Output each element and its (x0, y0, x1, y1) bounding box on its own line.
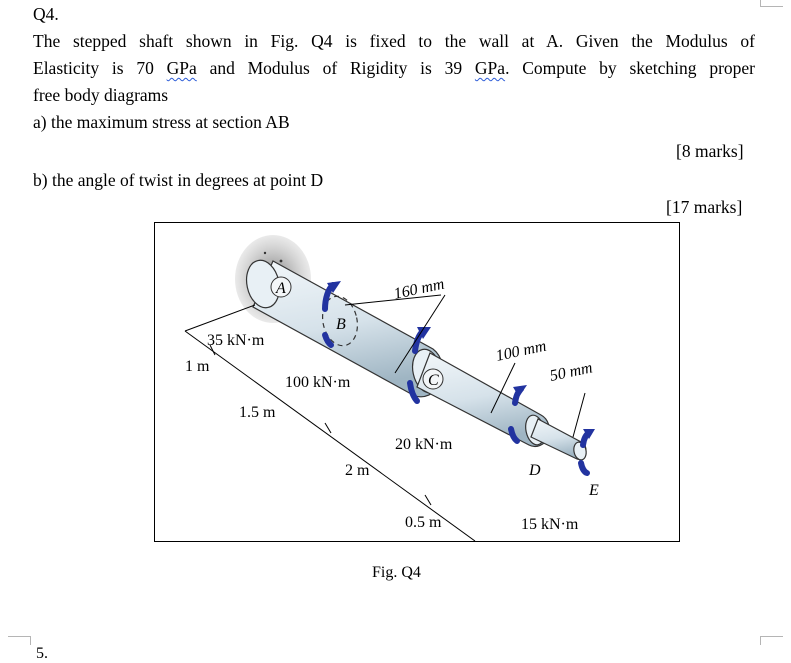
svg-text:A: A (275, 280, 286, 297)
dimension-lines (184, 294, 586, 541)
point-label-e: E (588, 482, 599, 499)
torque-label-15: 15 kN·m (521, 516, 579, 533)
question-line-1: The stepped shaft shown in Fig. Q4 is fi… (33, 31, 755, 51)
question-line-2: Elasticity is 70 GPa and Modulus of Rigi… (33, 58, 755, 78)
figure-q4: A B C D E 35 kN·m 100 kN·m 20 kN·m 15 kN… (154, 222, 680, 542)
figure-caption: Fig. Q4 (372, 564, 421, 581)
part-a-marks: [8 marks] (676, 141, 744, 161)
gpa-unit-2: GPa (474, 58, 506, 78)
length-label-1: 1 m (185, 358, 210, 375)
length-label-0-5: 0.5 m (405, 514, 442, 531)
part-a-text: a) the maximum stress at section AB (33, 112, 290, 132)
diameter-label-100: 100 mm (494, 338, 548, 365)
point-label-c: C (422, 368, 444, 390)
stepped-shaft-diagram: A B C D E 35 kN·m 100 kN·m 20 kN·m 15 kN… (184, 235, 599, 541)
page-number: 5. (36, 645, 48, 662)
part-b-marks: [17 marks] (666, 197, 743, 217)
length-label-1-5: 1.5 m (239, 404, 276, 421)
part-b-text: b) the angle of twist in degrees at poin… (33, 170, 324, 190)
page-corner-left (8, 636, 31, 645)
torque-label-20: 20 kN·m (395, 436, 453, 453)
length-label-2: 2 m (345, 462, 370, 479)
page-corner-top-right (760, 0, 783, 7)
page-corner-right (760, 636, 783, 645)
torque-label-35: 35 kN·m (207, 332, 265, 349)
point-label-d: D (528, 462, 541, 479)
diameter-label-160: 160 mm (392, 276, 446, 303)
point-label-b: B (336, 316, 346, 333)
question-line-3: free body diagrams (33, 85, 169, 105)
gpa-unit-1: GPa (166, 58, 197, 78)
svg-text:C: C (428, 372, 439, 389)
question-number: Q4. (33, 4, 59, 24)
diameter-label-50: 50 mm (548, 359, 594, 385)
torque-arrowheads (327, 281, 595, 439)
torque-label-100: 100 kN·m (285, 374, 351, 391)
svg-text:B: B (336, 316, 346, 333)
point-label-a: A (270, 276, 292, 298)
